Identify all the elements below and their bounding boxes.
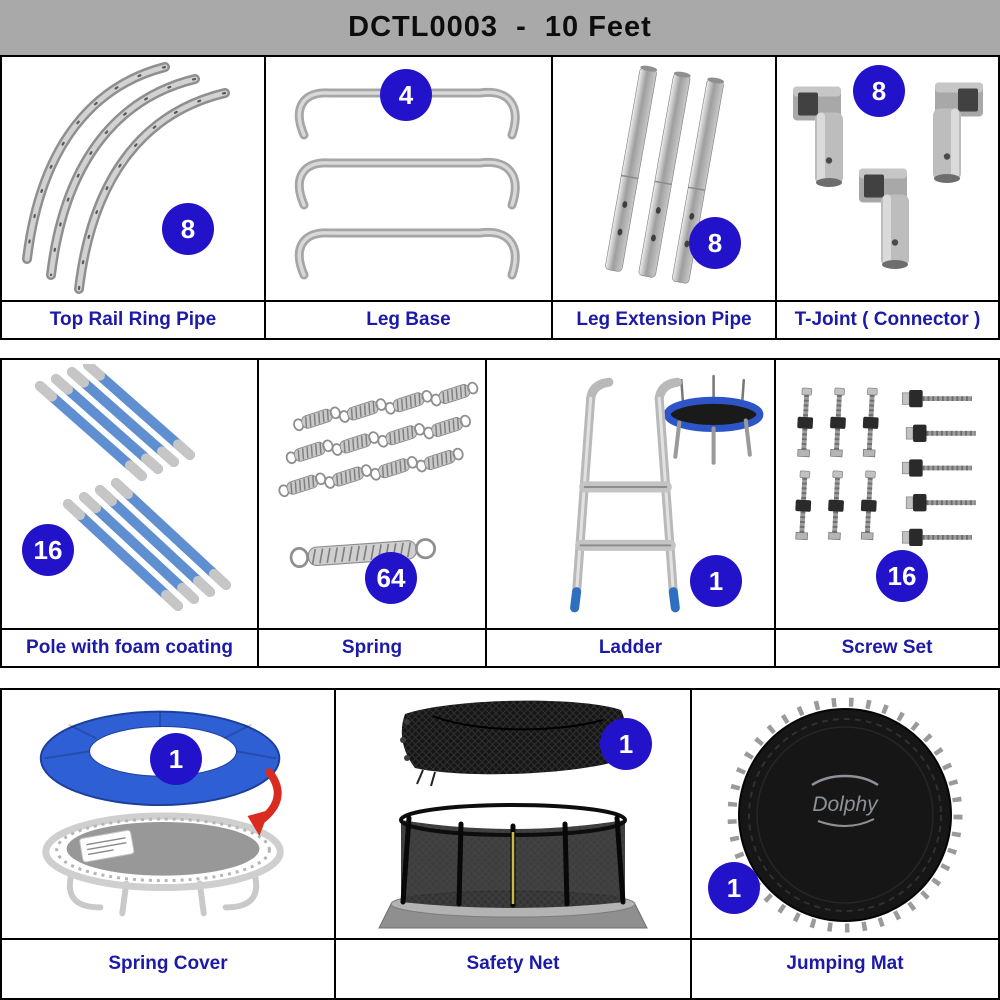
- quantity-value: 1: [618, 728, 634, 759]
- part-cell-screw-set: 16: [776, 360, 998, 628]
- jumping-mat-logo-text: Dolphy: [812, 793, 879, 816]
- pole-with-foam-image: [34, 364, 231, 611]
- quantity-value: 16: [887, 560, 917, 591]
- part-cell-t-joint: 8: [777, 57, 998, 300]
- quantity-badge: 1: [708, 862, 760, 914]
- part-label-text: Pole with foam coating: [26, 637, 233, 658]
- leg-base-image: [294, 87, 520, 280]
- part-label-leg-base: Leg Base: [266, 300, 553, 338]
- part-label-text: Jumping Mat: [786, 953, 904, 974]
- part-cell-leg-extension-pipe: 8: [553, 57, 777, 300]
- part-cell-safety-net: 1: [336, 690, 692, 938]
- quantity-badge: 64: [365, 552, 417, 604]
- quantity-badge: 1: [600, 718, 652, 770]
- quantity-value: 64: [376, 562, 406, 593]
- quantity-value: 16: [33, 534, 63, 565]
- part-cell-top-rail-ring-pipe: 8: [2, 57, 266, 300]
- part-label-text: Ladder: [598, 637, 663, 658]
- spring-cover-image: [39, 710, 284, 917]
- quantity-value: 8: [707, 227, 723, 258]
- part-cell-ladder: 1: [487, 360, 776, 628]
- part-label-spring-cover: Spring Cover: [2, 938, 336, 998]
- part-cell-spring: 64: [259, 360, 487, 628]
- page-title: DCTL0003 - 10 Feet: [348, 11, 652, 43]
- quantity-badge: 8: [689, 217, 741, 269]
- part-label-jumping-mat: Jumping Mat: [692, 938, 998, 998]
- part-label-top-rail-ring-pipe: Top Rail Ring Pipe: [2, 300, 266, 338]
- parts-table-row1: 8 4: [0, 55, 1000, 340]
- part-label-leg-extension-pipe: Leg Extension Pipe: [553, 300, 777, 338]
- quantity-value: 1: [708, 565, 724, 596]
- leg-extension-pipe-image: [605, 65, 725, 284]
- quantity-value: 4: [398, 79, 414, 110]
- quantity-badge: 8: [853, 65, 905, 117]
- part-label-text: T-Joint ( Connector ): [794, 309, 981, 330]
- header: DCTL0003 - 10 Feet: [0, 0, 1000, 55]
- parts-table-row3: 1: [0, 688, 1000, 1000]
- quantity-value: 8: [871, 75, 887, 106]
- top-rail-ring-pipe-image: [22, 62, 230, 294]
- part-label-text: Leg Base: [366, 309, 451, 330]
- quantity-value: 8: [180, 213, 196, 244]
- quantity-value: 1: [726, 872, 742, 903]
- part-cell-leg-base: 4: [266, 57, 553, 300]
- part-cell-spring-cover: 1: [2, 690, 336, 938]
- part-label-screw-set: Screw Set: [776, 628, 998, 666]
- part-cell-jumping-mat: Dolphy 1: [692, 690, 998, 938]
- jumping-mat-image: Dolphy: [727, 697, 963, 933]
- quantity-badge: 1: [150, 733, 202, 785]
- part-label-text: Spring: [341, 637, 403, 658]
- part-label-pole-foam: Pole with foam coating: [2, 628, 259, 666]
- part-label-text: Top Rail Ring Pipe: [49, 309, 217, 330]
- quantity-badge: 4: [380, 69, 432, 121]
- ladder-image: [569, 374, 763, 613]
- part-label-text: Leg Extension Pipe: [576, 309, 752, 330]
- table-gap: [0, 340, 1000, 358]
- table-gap: [0, 668, 1000, 688]
- part-label-safety-net: Safety Net: [336, 938, 692, 998]
- part-label-spring: Spring: [259, 628, 487, 666]
- parts-table-row2: 16: [0, 358, 1000, 668]
- quantity-badge: 1: [690, 555, 742, 607]
- quantity-value: 1: [168, 743, 184, 774]
- part-label-text: Safety Net: [466, 953, 560, 974]
- part-label-ladder: Ladder: [487, 628, 776, 666]
- part-label-t-joint: T-Joint ( Connector ): [777, 300, 998, 338]
- part-label-text: Spring Cover: [108, 953, 228, 974]
- part-cell-pole-foam: 16: [2, 360, 259, 628]
- quantity-badge: 16: [22, 524, 74, 576]
- part-label-text: Screw Set: [841, 637, 933, 658]
- safety-net-image: [378, 700, 648, 928]
- quantity-badge: 16: [876, 550, 928, 602]
- quantity-badge: 8: [162, 203, 214, 255]
